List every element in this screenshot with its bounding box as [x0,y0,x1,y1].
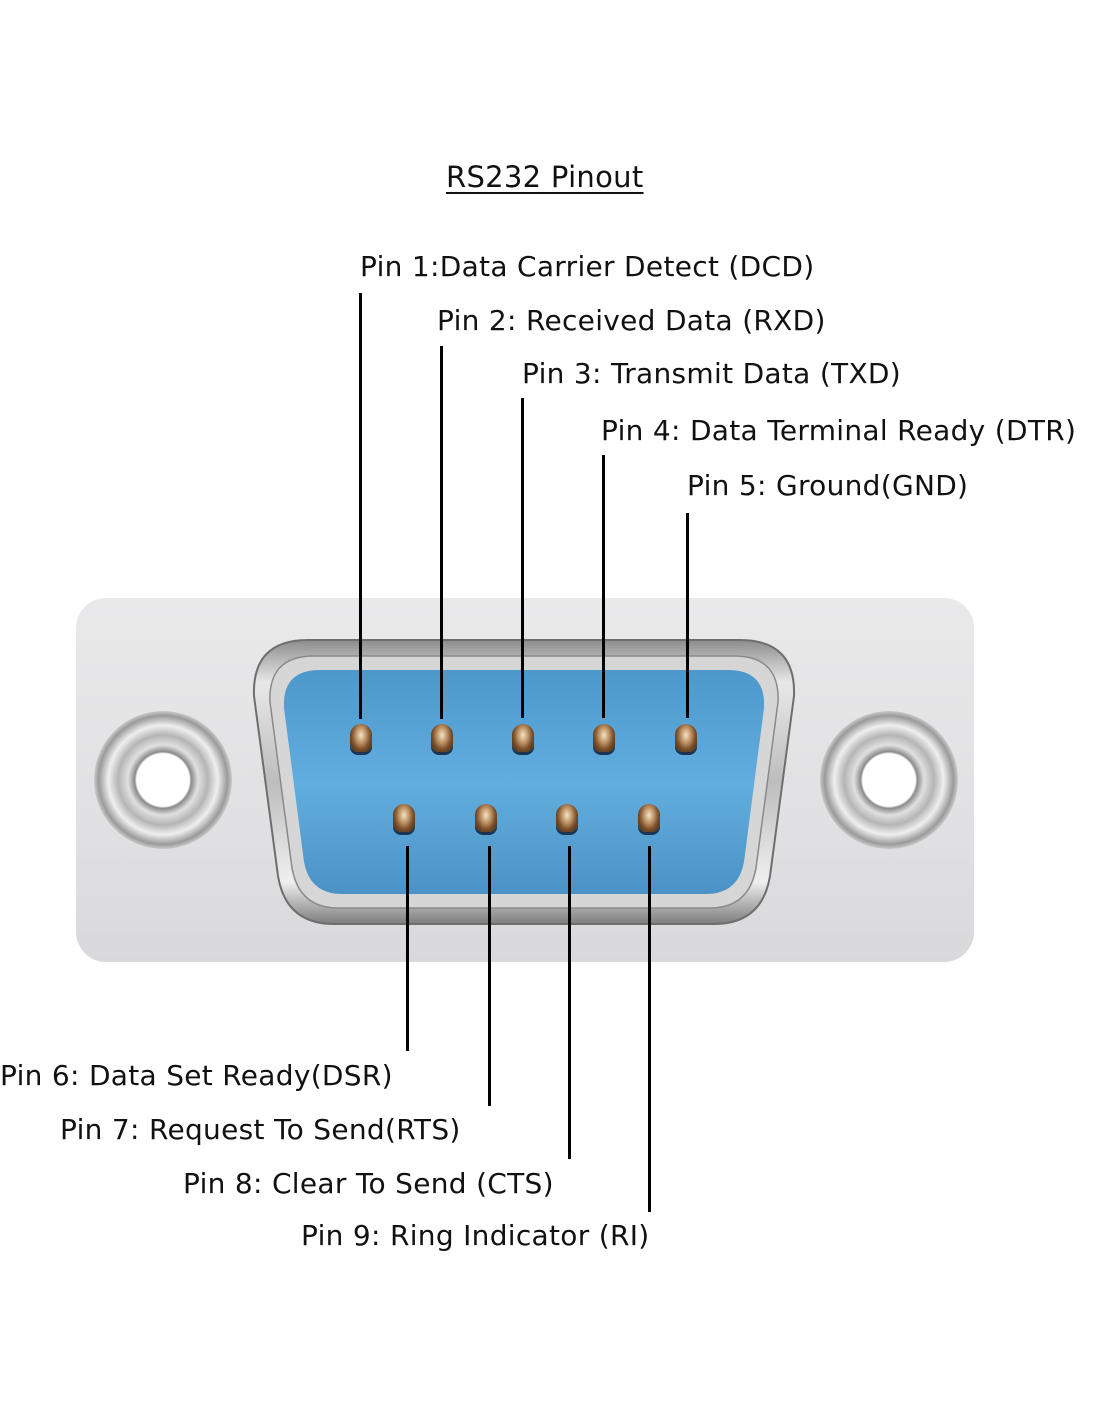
left-mounting-hole [94,711,232,849]
leader-line-pin-1 [359,293,362,719]
leader-line-pin-2 [440,346,443,719]
pin-8 [556,804,578,832]
pin-9-label: Pin 9: Ring Indicator (RI) [301,1219,650,1252]
pin-3-label: Pin 3: Transmit Data (TXD) [522,357,902,390]
leader-line-pin-8 [568,846,571,1159]
leader-line-pin-4 [602,455,605,718]
pin-7-label: Pin 7: Request To Send(RTS) [60,1113,461,1146]
pin-5 [675,724,697,752]
pin-9 [638,804,660,832]
pin-3 [512,724,534,752]
leader-line-pin-3 [521,398,524,718]
pin-7 [475,804,497,832]
pin-5-label: Pin 5: Ground(GND) [687,469,969,502]
pin-4 [593,724,615,752]
leader-line-pin-7 [488,846,491,1106]
pin-1-label: Pin 1:Data Carrier Detect (DCD) [360,250,815,283]
blue-insulator [283,670,765,894]
pin-1 [350,724,372,752]
leader-line-pin-9 [648,846,651,1212]
pin-2 [431,724,453,752]
pin-4-label: Pin 4: Data Terminal Ready (DTR) [601,414,1077,447]
pin-6 [393,804,415,832]
diagram-title: RS232 Pinout [446,160,644,194]
pin-2-label: Pin 2: Received Data (RXD) [437,304,826,337]
pin-6-label: Pin 6: Data Set Ready(DSR) [0,1059,393,1092]
db9-connector-shell [252,639,796,925]
right-mounting-hole [820,711,958,849]
pin-8-label: Pin 8: Clear To Send (CTS) [183,1167,554,1200]
leader-line-pin-6 [406,846,409,1051]
leader-line-pin-5 [686,513,689,718]
